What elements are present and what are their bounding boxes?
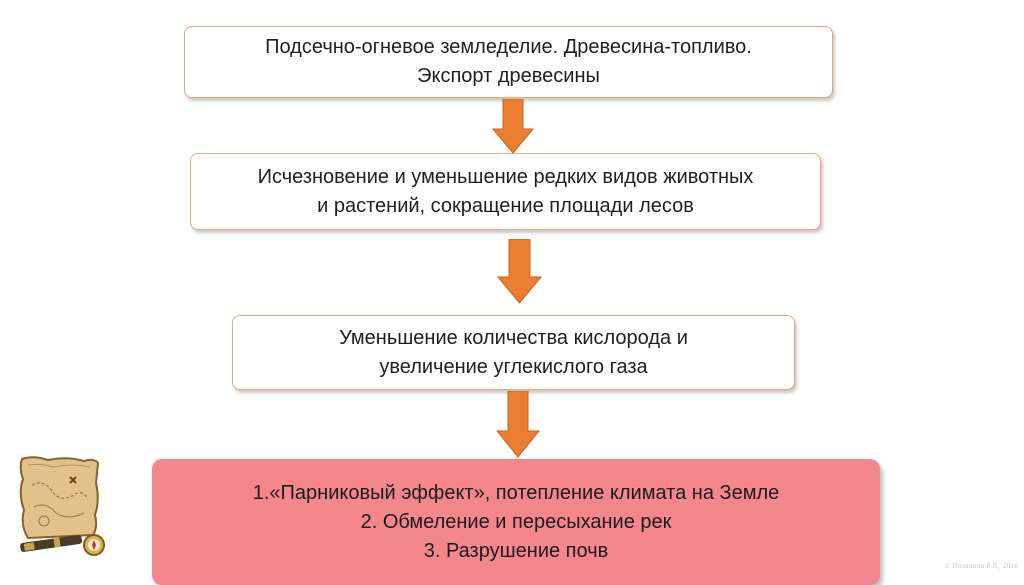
box-line: увеличение углекислого газа (379, 355, 648, 378)
compass-icon (83, 534, 105, 556)
box-line: Уменьшение количества кислорода и (339, 326, 688, 349)
box-line: Подсечно-огневое земледелие. Древесина-т… (265, 36, 752, 58)
effect-box-oxygen: Уменьшение количества кислорода и увелич… (232, 315, 795, 390)
treasure-map-icon (19, 456, 105, 556)
copyright-watermark: © Полянина В.В., 2016 (944, 563, 1018, 570)
result-line: 1.«Парниковый эффект», потепление климат… (252, 482, 780, 504)
down-arrow-icon (496, 391, 540, 458)
box-line: и растений, сокращение площади лесов (317, 194, 694, 217)
effect-box-species: Исчезновение и уменьшение редких видов ж… (190, 153, 821, 230)
box-line: Исчезновение и уменьшение редких видов ж… (257, 165, 754, 188)
box-line: Экспорт древесины (417, 65, 600, 87)
result-line: 2. Обмеление и пересыхание рек (360, 511, 672, 533)
cause-box: Подсечно-огневое земледелие. Древесина-т… (184, 26, 833, 98)
down-arrow-icon (497, 239, 542, 304)
result-box: 1.«Парниковый эффект», потепление климат… (152, 459, 880, 585)
result-line: 3. Разрушение почв (423, 540, 609, 562)
down-arrow-icon (492, 99, 534, 154)
spyglass-icon (20, 535, 83, 552)
